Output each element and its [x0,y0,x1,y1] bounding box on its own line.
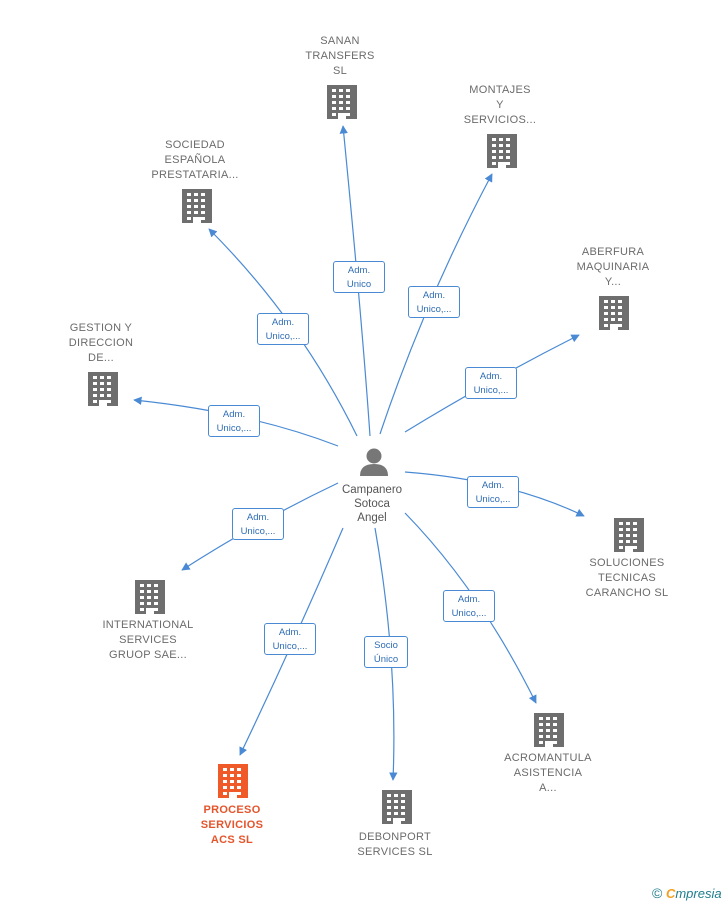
company-name-line: GESTION Y [69,322,133,334]
edge-role: Adm. [422,290,446,301]
person-icon[interactable] [360,448,388,477]
company-name-line: SANAN [320,35,360,47]
edges [133,125,585,781]
company-name-line: SERVICIOS [200,819,264,831]
company-name-line: MONTAJES [469,84,531,96]
company-name-line: Y [496,99,504,111]
company-proceso-servicios-acs[interactable]: PROCESO SERVICIOS ACS SL [167,803,297,848]
edge-role: Adm. [479,371,503,382]
company-icons [88,85,644,824]
building-icon[interactable] [534,713,564,747]
company-name-line: DIRECCION [68,337,134,349]
building-icon[interactable] [599,296,629,330]
edge-label-sociedad-espanola-prestataria[interactable]: Adm. Unico,... [257,313,309,345]
edge-role-detail: Unico,... [416,304,452,315]
person-name[interactable]: Campanero Sotoca Angel [322,483,422,525]
brand-name: mpresia [675,886,722,901]
company-name-line: DEBONPORT [358,831,432,843]
building-icon[interactable] [218,764,248,798]
edge-label-proceso-servicios-acs[interactable]: Adm. Unico,... [264,623,316,655]
company-name-line: GRUOP SAE... [109,649,187,661]
company-gestion-y-direccion[interactable]: GESTION Y DIRECCION DE... [36,321,166,366]
person-name-line-3: Angel [357,512,387,524]
edge-label-gestion-y-direccion[interactable]: Adm. Unico,... [208,405,260,437]
company-name-line: Y... [604,276,622,288]
building-icon[interactable] [614,518,644,552]
building-icon[interactable] [182,189,212,223]
edge-role-detail: Unico,... [265,331,301,342]
brand-first-letter: C [665,886,676,901]
edge-role: Socio [374,640,398,651]
company-name-line: DE... [88,352,114,364]
company-name-line: A... [539,782,557,794]
company-name-line: PROCESO [203,804,261,816]
edge-label-acromantula-asistencia[interactable]: Adm. Unico,... [443,590,495,622]
company-name-line: SERVICIOS... [463,114,537,126]
edge-role: Adm. [457,594,481,605]
edge-label-debonport-services[interactable]: Socio Único [364,636,408,668]
person-name-line-2: Sotoca [354,498,390,510]
company-name-line: SOLUCIONES [589,557,665,569]
company-international-services-gruop[interactable]: INTERNATIONAL SERVICES GRUOP SAE... [83,618,213,663]
company-name-line: SERVICES SL [357,846,433,858]
edge-role: Adm. [278,627,302,638]
building-icon[interactable] [487,134,517,168]
company-name-line: ACROMANTULA [504,752,592,764]
edge-role: Adm. [481,480,505,491]
building-icon[interactable] [88,372,118,406]
company-sociedad-espanola-prestataria[interactable]: SOCIEDAD ESPAÑOLA PRESTATARIA... [130,138,260,183]
edge-role-detail: Unico,... [272,641,308,652]
edge-role-detail: Unico [346,279,372,290]
company-name-line: TECNICAS [597,572,657,584]
company-soluciones-tecnicas-carancho[interactable]: SOLUCIONES TECNICAS CARANCHO SL [562,556,692,601]
company-name-line: SOCIEDAD [165,139,225,151]
person-name-line-1: Campanero [341,484,403,496]
edge-role: Adm. [246,512,270,523]
edge-role-detail: Unico,... [475,494,511,505]
edge-label-international-services-gruop[interactable]: Adm. Unico,... [232,508,284,540]
company-name-line: SL [332,65,348,77]
edge-role-detail: Unico,... [240,526,276,537]
company-acromantula-asistencia[interactable]: ACROMANTULA ASISTENCIA A... [483,751,613,796]
company-name-line: ASISTENCIA [513,767,583,779]
copyright-symbol: © [652,885,663,901]
edge-role: Adm. [347,265,371,276]
company-name-line: ABERFURA [581,246,645,258]
company-aberfura-maquinaria[interactable]: ABERFURA MAQUINARIA Y... [548,245,678,290]
company-name-line: PRESTATARIA... [151,169,239,181]
edge-label-sanan-transfers[interactable]: Adm. Unico [333,261,385,293]
company-name-line: CARANCHO SL [585,587,669,599]
edge-role-detail: Unico,... [216,423,252,434]
edge-role-detail: Único [373,654,399,665]
edge-role: Adm. [271,317,295,328]
edge-role-detail: Unico,... [451,608,487,619]
building-icon[interactable] [382,790,412,824]
building-icon[interactable] [135,580,165,614]
edge-label-aberfura-maquinaria[interactable]: Adm. Unico,... [465,367,517,399]
edge-role-detail: Unico,... [473,385,509,396]
edge-label-montajes-y-servicios[interactable]: Adm. Unico,... [408,286,460,318]
company-name-line: TRANSFERS [305,50,375,62]
company-name-line: INTERNATIONAL [102,619,194,631]
company-name-line: SERVICES [119,634,177,646]
edge-role: Adm. [222,409,246,420]
company-name-line: ACS SL [210,834,254,846]
edge-label-soluciones-tecnicas-carancho[interactable]: Adm. Unico,... [467,476,519,508]
company-name-line: MAQUINARIA [576,261,650,273]
brand-logo: © Cmpresia [652,885,722,901]
company-debonport-services[interactable]: DEBONPORT SERVICES SL [330,830,460,860]
edge-sanan-transfers [339,125,371,437]
company-name-line: ESPAÑOLA [164,154,226,166]
company-montajes-y-servicios[interactable]: MONTAJES Y SERVICIOS... [435,83,565,128]
company-sanan-transfers[interactable]: SANAN TRANSFERS SL [275,34,405,79]
building-icon[interactable] [327,85,357,119]
